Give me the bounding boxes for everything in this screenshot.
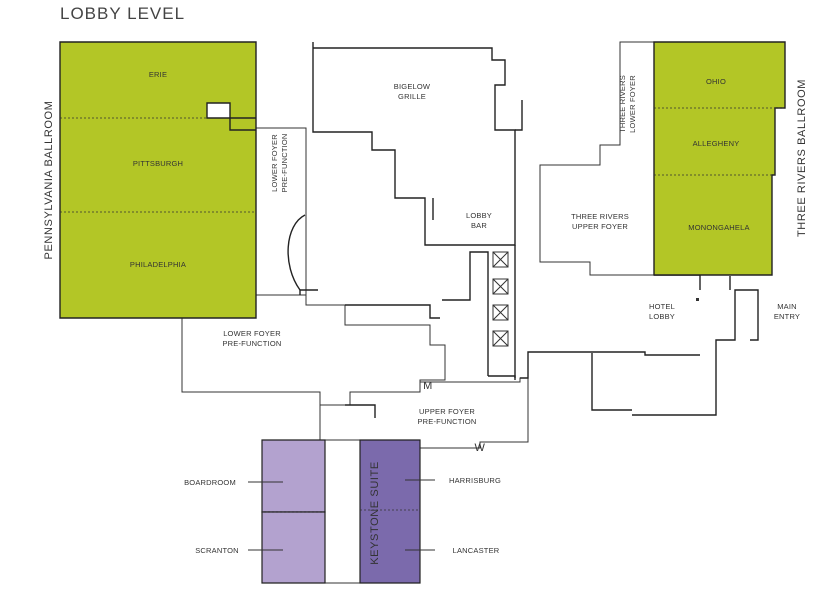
- room-label-harrisburg: HARRISBURG: [449, 476, 501, 485]
- bigelow-grille: BIGELOW GRILLE: [394, 82, 431, 101]
- area-label: PRE-FUNCTION: [417, 417, 476, 426]
- elevator-icon: [492, 330, 509, 347]
- area-label: BIGELOW: [394, 82, 431, 91]
- area-label: THREE RIVERS: [618, 75, 627, 133]
- room-label-boardroom: BOARDROOM: [184, 478, 236, 487]
- area-label: LOBBY: [649, 312, 675, 321]
- mens-restroom-label: M: [423, 380, 433, 392]
- boardroom-shape: [261, 439, 326, 513]
- upper-foyer-pre-function: UPPER FOYER PRE-FUNCTION: [417, 407, 476, 426]
- west-meeting-rooms[interactable]: BOARDROOM SCRANTON: [184, 439, 326, 584]
- room-label-monongahela: MONONGAHELA: [688, 223, 749, 232]
- room-label-pittsburgh: PITTSBURGH: [133, 159, 183, 168]
- interior-walls: [287, 42, 759, 418]
- area-label: ENTRY: [774, 312, 800, 321]
- room-label-scranton: SCRANTON: [195, 546, 239, 555]
- meeting-connector: [324, 439, 361, 584]
- womens-restroom-label: W: [475, 442, 486, 454]
- elevator-bank: [492, 251, 509, 347]
- area-label: MAIN: [777, 302, 797, 311]
- three-rivers-lower-foyer: THREE RIVERS LOWER FOYER: [618, 75, 637, 133]
- hotel-lobby: HOTEL LOBBY: [649, 298, 699, 321]
- pennsylvania-ballroom[interactable]: ERIE PITTSBURGH PHILADELPHIA: [59, 41, 257, 319]
- area-label: LOWER FOYER: [270, 134, 279, 192]
- area-label: PRE-FUNCTION: [222, 339, 281, 348]
- area-label: UPPER FOYER: [572, 222, 628, 231]
- room-label-lancaster: LANCASTER: [453, 546, 500, 555]
- lobby-bar: LOBBY BAR: [466, 211, 492, 230]
- elevator-icon: [492, 251, 509, 268]
- lower-foyer-vertical-label: LOWER FOYER PRE-FUNCTION: [270, 133, 289, 192]
- pennsylvania-ballroom-title: PENNSYLVANIA BALLROOM: [43, 101, 55, 260]
- three-rivers-ballroom-title: THREE RIVERS BALLROOM: [796, 79, 808, 237]
- room-label-allegheny: ALLEGHENY: [693, 139, 740, 148]
- elevator-icon: [492, 304, 509, 321]
- main-entry: MAIN ENTRY: [774, 302, 800, 321]
- room-label-erie: ERIE: [149, 70, 167, 79]
- page-title: LOBBY LEVEL: [60, 4, 186, 23]
- three-rivers-upper-foyer-label: THREE RIVERS UPPER FOYER: [571, 212, 629, 231]
- area-label: HOTEL: [649, 302, 675, 311]
- keystone-suite-title: KEYSTONE SUITE: [369, 461, 381, 565]
- area-label: GRILLE: [398, 92, 426, 101]
- three-rivers-ballroom[interactable]: OHIO ALLEGHENY MONONGAHELA: [653, 41, 786, 276]
- area-label: LOBBY: [466, 211, 492, 220]
- keystone-suite-shape: [359, 439, 421, 584]
- scranton-shape: [261, 511, 326, 584]
- lower-foyer-pre-function: LOWER FOYER PRE-FUNCTION: [222, 329, 281, 348]
- area-label: LOWER FOYER: [223, 329, 281, 338]
- area-label: BAR: [471, 221, 487, 230]
- pennsylvania-ballroom-shape: [59, 41, 257, 319]
- room-label-ohio: OHIO: [706, 77, 726, 86]
- area-label: PRE-FUNCTION: [280, 133, 289, 192]
- elevator-icon: [492, 278, 509, 295]
- lobby-marker-icon: [696, 298, 699, 301]
- room-label-philadelphia: PHILADELPHIA: [130, 260, 186, 269]
- area-label: UPPER FOYER: [419, 407, 475, 416]
- area-label: THREE RIVERS: [571, 212, 629, 221]
- area-label: LOWER FOYER: [628, 75, 637, 133]
- keystone-suite[interactable]: KEYSTONE SUITE HARRISBURG LANCASTER: [359, 439, 501, 584]
